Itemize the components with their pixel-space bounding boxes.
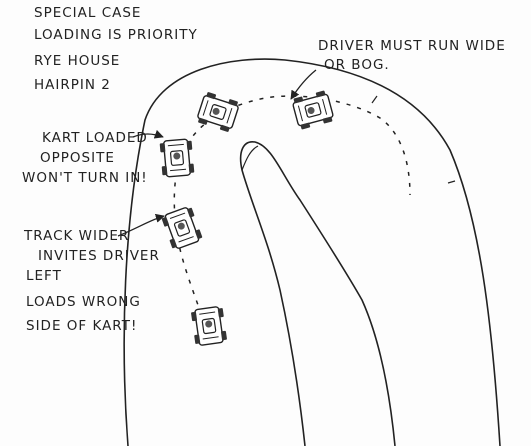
loads-wrong-note: LOADS WRONG SIDE OF KART! bbox=[26, 290, 141, 338]
header-line: SPECIAL CASE bbox=[34, 5, 142, 21]
header-line: RYE HOUSE bbox=[34, 53, 121, 69]
arrow-icon bbox=[132, 129, 164, 139]
note-line: OR BOG. bbox=[324, 57, 390, 73]
header-line: LOADING IS PRIORITY bbox=[34, 27, 198, 43]
note-line: INVITES DRIVER bbox=[38, 248, 160, 264]
header-line: HAIRPIN 2 bbox=[34, 77, 111, 93]
note-line: SIDE OF KART! bbox=[26, 318, 138, 334]
track-outer-edge bbox=[123, 58, 501, 446]
kart-icon bbox=[160, 204, 204, 252]
header-note: SPECIAL CASE LOADING IS PRIORITY RYE HOU… bbox=[34, 2, 198, 96]
note-line: OPPOSITE bbox=[40, 150, 115, 166]
kart-loaded-note: KART LOADED OPPOSITE WON'T TURN IN! bbox=[22, 128, 148, 188]
note-line: TRACK WIDER bbox=[24, 228, 130, 244]
kart-icon bbox=[290, 89, 336, 131]
note-line: LEFT bbox=[26, 268, 62, 284]
note-line: DRIVER MUST RUN WIDE bbox=[318, 38, 506, 54]
note-line: KART LOADED bbox=[42, 130, 148, 146]
driver-wide-note: DRIVER MUST RUN WIDE OR BOG. bbox=[318, 37, 506, 75]
arrow-icon bbox=[290, 69, 317, 100]
kart-icon bbox=[158, 137, 196, 179]
note-line: LOADS WRONG bbox=[26, 294, 141, 310]
note-line: WON'T TURN IN! bbox=[22, 170, 148, 186]
kart-icon bbox=[189, 305, 229, 347]
racing-line bbox=[173, 95, 411, 326]
track-inner-edge bbox=[239, 141, 396, 446]
arrow-icon bbox=[117, 213, 165, 237]
track-wider-note: TRACK WIDER INVITES DRIVER LEFT bbox=[24, 226, 160, 286]
